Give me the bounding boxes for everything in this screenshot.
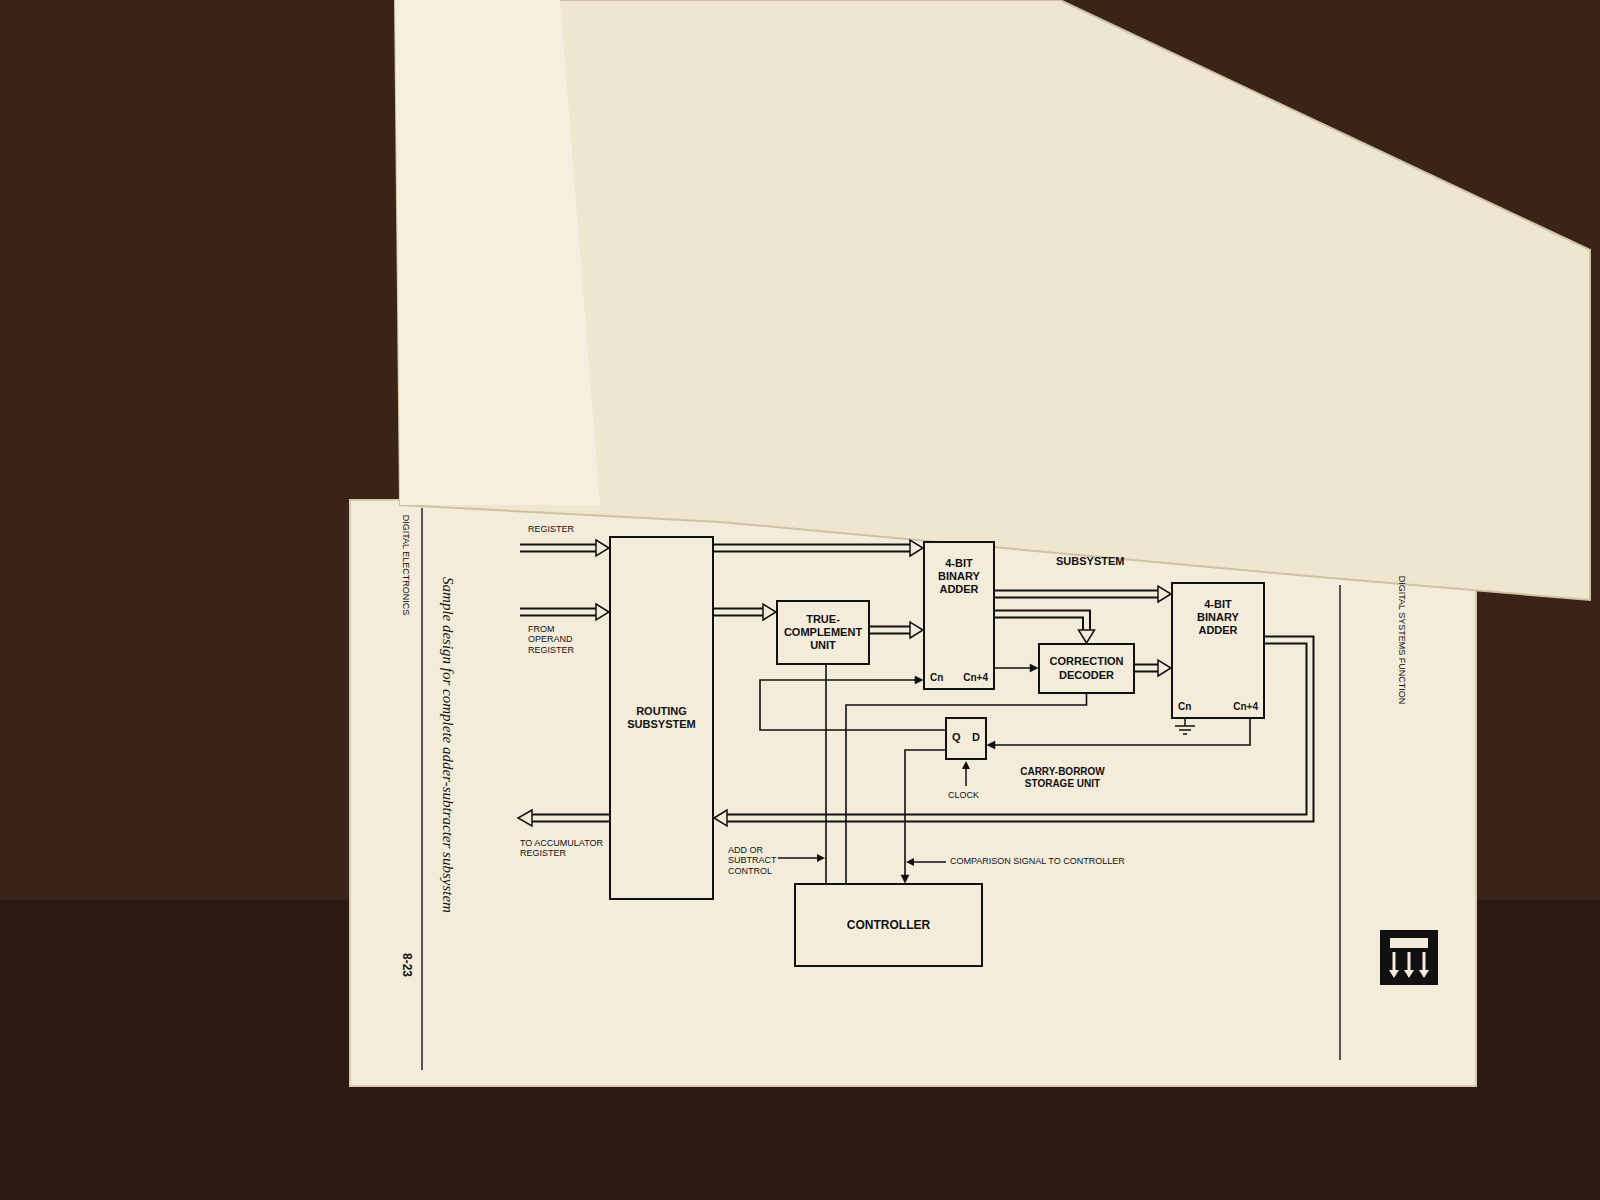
signal-label: COMPARISON SIGNAL TO CONTROLLER (950, 856, 1125, 866)
signal-wire (987, 719, 1250, 749)
curled-left-page (395, 0, 1590, 600)
box-label: CORRECTION DECODER (1041, 655, 1132, 681)
complement-box: TRUE-COMPLEMENT UNIT (776, 600, 870, 665)
signal-label: TO ACCUMULATOR REGISTER (520, 838, 606, 859)
bus-arrow (714, 540, 923, 556)
ground-symbol (1175, 719, 1195, 734)
adder-box: 4-BIT BINARY ADDER Cn Cn+4 (1171, 582, 1265, 719)
pin-label: Cn (1178, 701, 1191, 713)
header-rule (1339, 585, 1341, 1060)
bus-arrow (995, 586, 1171, 602)
input-bus-arrows (520, 540, 609, 620)
bus-arrow (995, 614, 1095, 643)
pin-label: Q (952, 731, 961, 744)
pin-label: Cn+4 (963, 672, 988, 684)
signal-label: FROM OPERAND REGISTER (528, 624, 600, 655)
signal-label: ADD OR SUBTRACT CONTROL (728, 845, 776, 876)
running-header: DIGITAL SYSTEMS FUNCTION (1397, 576, 1407, 705)
bus-arrow (870, 622, 923, 638)
pin-label: Cn (930, 672, 943, 684)
box-label: 4-BIT BINARY ADDER (933, 557, 985, 597)
controller-box: CONTROLLER (794, 883, 983, 967)
signal-label: CLOCK (948, 790, 979, 800)
flip-flop-box: QD (945, 717, 987, 760)
pin-label: Cn+4 (1233, 701, 1258, 713)
signal-label: REGISTER (528, 524, 574, 534)
bus-arrow (714, 604, 776, 620)
running-footer: DIGITAL ELECTRONICS (401, 515, 411, 616)
routing-box: ROUTING SUBSYSTEM (609, 536, 714, 900)
box-label: TRUE-COMPLEMENT UNIT (779, 613, 867, 653)
adder-box: 4-BIT BINARY ADDER Cn Cn+4 (923, 541, 995, 690)
decoder-box: CORRECTION DECODER (1038, 643, 1135, 694)
diagram-title: SUBSYSTEM (1056, 555, 1124, 568)
figure-caption: Sample design for complete adder-subtrac… (438, 577, 455, 913)
bus-arrow (1135, 660, 1171, 676)
pin-label: D (972, 731, 980, 744)
page-number: 8-23 (399, 953, 413, 977)
left-page-highlight (395, 0, 600, 505)
box-label: CONTROLLER (847, 918, 930, 932)
box-label: ROUTING SUBSYSTEM (617, 705, 707, 731)
footer-rule (421, 508, 423, 1070)
right-page (350, 500, 1476, 1086)
signal-wire (826, 665, 827, 883)
output-bus-arrow (518, 810, 609, 826)
signal-wire (901, 750, 945, 883)
box-label: 4-BIT BINARY ADDER (1192, 598, 1244, 638)
signal-wire (760, 676, 945, 730)
unit-label: CARRY-BORROW STORAGE UNIT (1000, 766, 1125, 789)
section-icon (1380, 930, 1438, 985)
signal-wire (995, 664, 1038, 672)
